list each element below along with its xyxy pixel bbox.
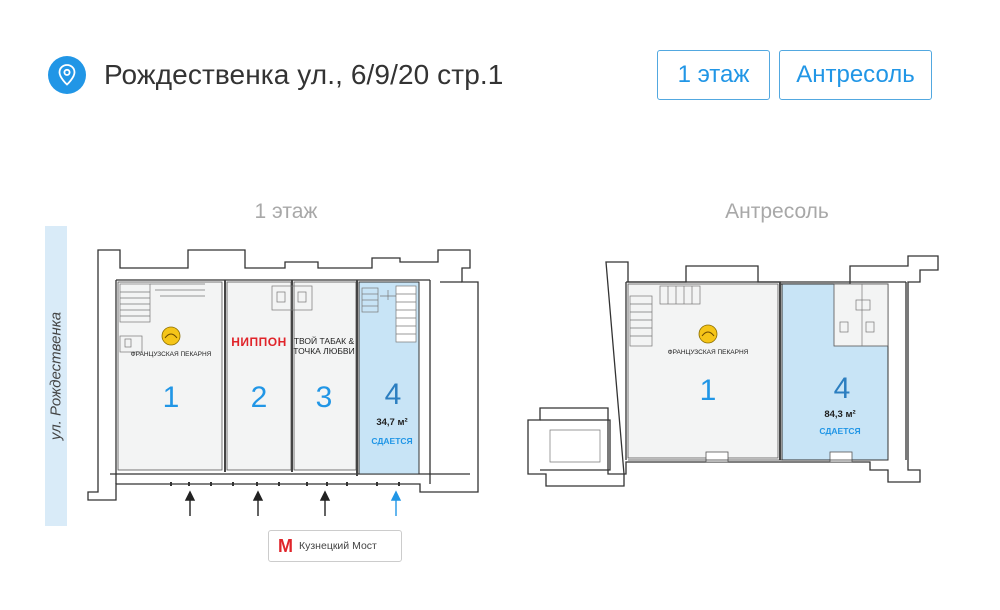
- bakery-logo-icon: [161, 326, 181, 346]
- room-3-tenant-line2: ТОЧКА ЛЮБВИ: [293, 346, 354, 356]
- mezz-room-1-number: 1: [700, 374, 717, 407]
- floor-1-plan-title: 1 этаж: [254, 200, 318, 223]
- room-1-tenant: ФРАНЦУЗСКАЯ ПЕКАРНЯ: [131, 351, 212, 358]
- room-2-area[interactable]: [226, 281, 292, 471]
- address-title: Рождественка ул., 6/9/20 стр.1: [104, 59, 504, 90]
- street-bar: [45, 226, 67, 526]
- metro-station-badge: М Кузнецкий Мост: [268, 530, 402, 562]
- mezz-room-1-tenant: ФРАНЦУЗСКАЯ ПЕКАРНЯ: [668, 349, 749, 356]
- room-3-area[interactable]: [293, 281, 357, 471]
- room-1-number: 1: [163, 381, 180, 414]
- room-3-tenant-line1: ТВОЙ ТАБАК &: [294, 335, 355, 346]
- mezzanine-plan: ФРАНЦУЗСКАЯ ПЕКАРНЯ 1 4 84,3 м² СДАЕТСЯ: [527, 255, 939, 487]
- entrance-arrow-2: [252, 490, 264, 516]
- mezz-bakery-logo-icon: [698, 324, 718, 344]
- location-pin-icon: [58, 64, 76, 86]
- header: Рождественка ул., 6/9/20 стр.1 1 этаж Ан…: [0, 0, 1000, 150]
- entrance-arrow-3: [319, 490, 331, 516]
- room-4-status: СДАЕТСЯ: [371, 436, 412, 446]
- mezzanine-plan-title: Антресоль: [725, 200, 829, 223]
- entrance-arrow-1: [184, 490, 196, 516]
- mezz-room-4-status: СДАЕТСЯ: [819, 426, 860, 436]
- metro-station-name: Кузнецкий Мост: [299, 540, 377, 552]
- room-2-number: 2: [251, 381, 268, 414]
- room-4-area-label: 34,7 м²: [376, 417, 407, 428]
- floor-1-button[interactable]: 1 этаж: [657, 50, 770, 100]
- mezz-room-4-area-label: 84,3 м²: [824, 409, 855, 420]
- entrance-arrow-4: [390, 490, 402, 516]
- room-2-tenant: НИППОН: [231, 335, 287, 349]
- mezz-room-1-area[interactable]: [627, 283, 779, 459]
- mezzanine-button[interactable]: Антресоль: [779, 50, 932, 100]
- mezz-room-4-number: 4: [834, 372, 851, 405]
- location-badge: [48, 56, 86, 94]
- floor-1-plan: ФРАНЦУЗСКАЯ ПЕКАРНЯ 1 НИППОН 2 ТВОЙ ТАБА…: [87, 249, 479, 516]
- room-4-number: 4: [385, 378, 402, 411]
- metro-icon: М: [278, 535, 293, 556]
- room-3-number: 3: [316, 381, 333, 414]
- room-1-area[interactable]: [117, 281, 223, 471]
